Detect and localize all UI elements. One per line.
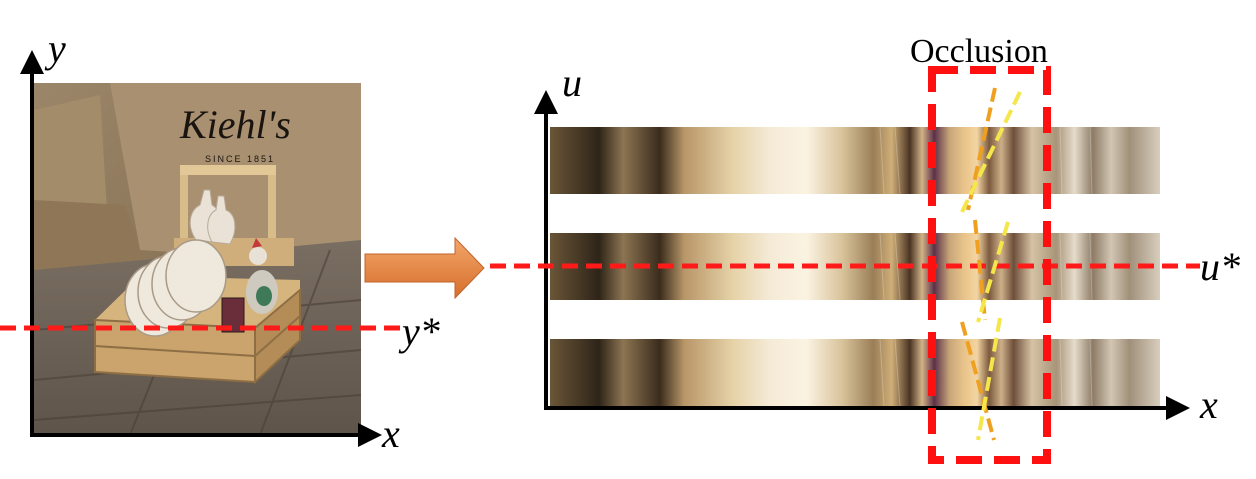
occlusion-traces [960,87,1022,441]
right-x-axis-label: x [1199,382,1218,427]
bird-figure [246,238,278,314]
left-y-axis-label: y [44,26,66,71]
right-x-arrowhead [1166,396,1190,420]
occlusion-box [928,66,1051,464]
cardboard-box-flap [34,200,150,280]
right-u-arrowhead [534,90,558,114]
epi-texture [879,126,1093,407]
yellow-trace-top [960,91,1022,213]
yellow-trace-bottom [976,317,1002,441]
left-axes [20,50,382,447]
logo-text: Kiehl's [179,102,291,147]
occlusion-label: Occlusion [910,33,1048,70]
yellow-trace-middle [976,221,1010,323]
orange-trace-bottom [960,321,996,441]
right-axes [534,90,1190,420]
scene-image: Kiehl's SINCE 1851 [33,83,362,436]
transform-arrow [364,236,485,300]
left-x-arrowhead [358,423,382,447]
logo-subtext: SINCE 1851 [205,154,275,164]
epi-strips [550,126,1160,407]
epi-strip-bottom [550,339,1160,406]
plates [124,239,227,337]
right-slice-label: u* [1200,244,1240,289]
left-slice-label: y* [398,309,440,354]
patterned-cup [221,297,245,333]
left-x-axis-label: x [381,411,400,456]
white-vases [189,189,236,245]
left-y-arrowhead [20,50,44,74]
right-u-axis-label: u [562,60,582,105]
epi-strip-top [550,127,1160,194]
